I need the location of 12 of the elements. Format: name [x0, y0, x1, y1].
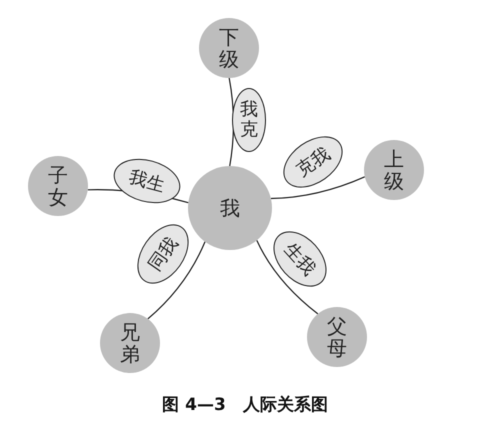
- relation-ellipse: 我克: [232, 88, 266, 152]
- node-label: 下级: [219, 26, 239, 70]
- node-label: 兄弟: [120, 321, 140, 365]
- figure-caption: 图 4—3 人际关系图: [161, 394, 329, 416]
- node-label: 父母: [327, 315, 347, 359]
- node-label: 子女: [48, 164, 68, 208]
- connector-line: [256, 240, 318, 314]
- person-circle: [188, 166, 272, 250]
- node-label: 上级: [384, 148, 404, 192]
- connector-line: [147, 242, 206, 320]
- node-label: 我: [220, 197, 240, 219]
- connector-line: [270, 176, 366, 200]
